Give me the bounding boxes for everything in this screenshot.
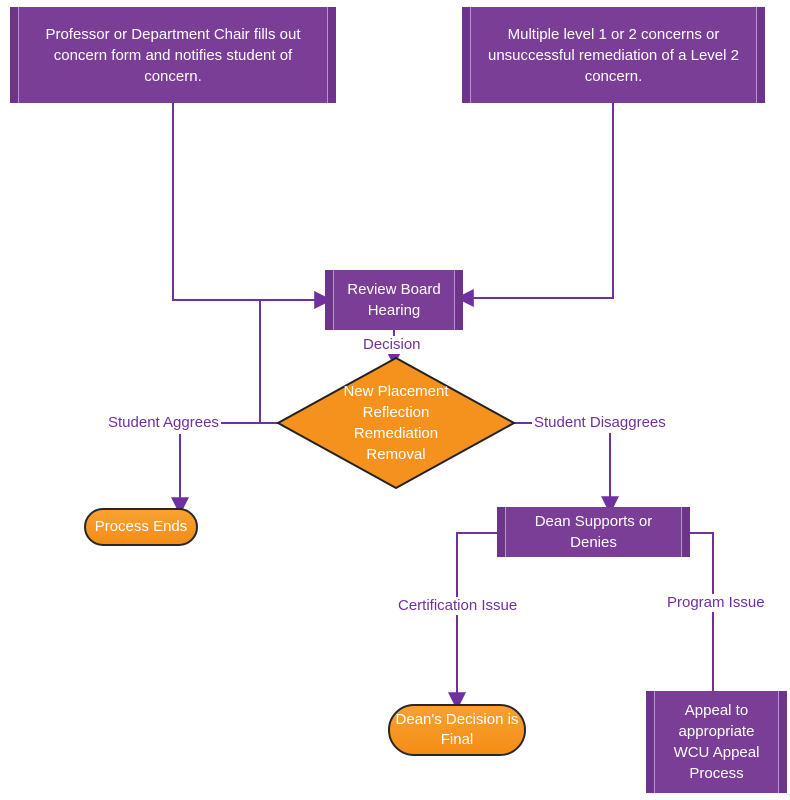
node-wcu-appeal-process: Appeal to appropriate WCU Appeal Process — [646, 691, 787, 793]
node-deans-decision-final: Dean's Decision is Final — [388, 704, 526, 756]
edge-label-student-agrees: Student Aggrees — [106, 414, 221, 432]
node-decision-diamond-label: New Placement Reflection Remediation Rem… — [343, 383, 449, 463]
node-professor-concern: Professor or Department Chair fills out … — [10, 7, 336, 103]
edge-label-certification-issue: Certification Issue — [396, 597, 520, 615]
edge-label-student-disagrees: Student Disaggrees — [532, 414, 668, 432]
edge-label-decision: Decision — [361, 336, 423, 354]
decision-diamond-shape — [275, 356, 517, 490]
edge-label-program-issue: Program Issue — [665, 594, 767, 612]
edge-professor-to-review — [172, 103, 333, 309]
edge-dean-to-deans-decision — [448, 532, 497, 711]
edge-dean-to-appeal — [690, 532, 714, 691]
node-review-board-hearing: Review Board Hearing — [325, 270, 463, 330]
edge-multiple-to-review — [455, 103, 614, 307]
node-process-ends: Process Ends — [84, 508, 198, 546]
node-dean-supports-or-denies: Dean Supports or Denies — [497, 507, 690, 557]
node-multiple-concerns: Multiple level 1 or 2 concerns or unsucc… — [462, 7, 765, 103]
